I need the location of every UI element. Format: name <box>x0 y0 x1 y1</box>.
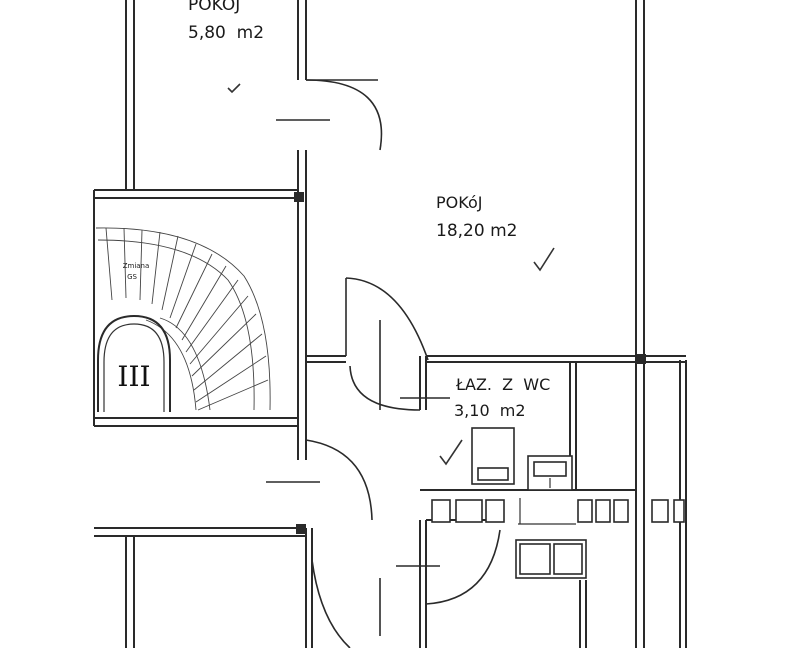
bathroom-fixtures <box>431 427 685 579</box>
room-small: POKÓJ 5,80 m2 <box>188 0 264 43</box>
staircase-label: III <box>117 360 150 393</box>
room-area: 18,20 m2 <box>436 221 517 241</box>
staircase-note-bottom: GS <box>127 273 137 281</box>
check-mark-icon <box>533 247 555 272</box>
doors <box>266 79 501 648</box>
room-name: POKóJ <box>436 193 482 212</box>
spiral-staircase <box>95 227 271 412</box>
walls <box>93 0 687 648</box>
check-mark-icon <box>439 439 463 466</box>
staircase-note-top: Zmiana <box>123 262 150 270</box>
room-area: 3,10 m2 <box>454 401 526 420</box>
room-bathroom: ŁAZ. Z WC 3,10 m2 <box>454 375 550 420</box>
room-name: POKÓJ <box>188 0 240 15</box>
room-name: ŁAZ. Z WC <box>455 375 550 394</box>
check-mark-icon <box>227 83 241 94</box>
room-large: POKóJ 18,20 m2 <box>436 193 517 241</box>
room-area: 5,80 m2 <box>188 23 264 43</box>
wall-joints <box>294 192 646 534</box>
